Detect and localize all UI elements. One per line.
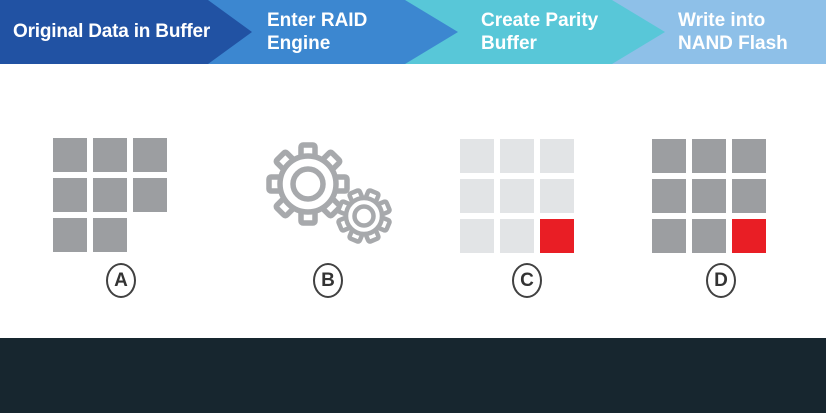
data-block: [460, 179, 494, 213]
step-label: Create Parity: [481, 10, 599, 31]
step-label-line2: Engine: [267, 33, 331, 54]
data-block: [732, 139, 766, 173]
data-block: [53, 218, 87, 252]
figure-caption-bar: Figure 1: Explaining the Die RAID princi…: [0, 338, 826, 413]
nand-flash-grid-d: [652, 139, 766, 253]
data-block: [652, 139, 686, 173]
data-block: [540, 179, 574, 213]
data-block: [500, 179, 534, 213]
step-label: Enter RAID: [267, 10, 368, 31]
parity-block: [732, 219, 766, 253]
data-block: [540, 139, 574, 173]
data-block: [93, 218, 127, 252]
step-label-line2: Buffer: [481, 33, 537, 54]
data-block: [133, 178, 167, 212]
panel-badge-a: A: [106, 263, 136, 298]
data-block: [93, 178, 127, 212]
parity-block: [540, 219, 574, 253]
data-block: [500, 139, 534, 173]
step-label: Write into: [678, 10, 766, 31]
data-block: [133, 138, 167, 172]
data-block: [652, 179, 686, 213]
data-block: [53, 138, 87, 172]
data-block: [692, 179, 726, 213]
gears-icon: [266, 142, 392, 244]
step-original-data: Original Data in Buffer: [0, 0, 252, 64]
data-block: [460, 139, 494, 173]
step-label-line2: NAND Flash: [678, 33, 788, 54]
parity-buffer-grid-c: [460, 139, 574, 253]
data-block: [652, 219, 686, 253]
empty-slot: [133, 218, 167, 252]
data-blocks-grid-a: [53, 138, 167, 252]
panel-badge-d: D: [706, 263, 736, 298]
data-block: [732, 179, 766, 213]
data-block: [93, 138, 127, 172]
step-label: Original Data in Buffer: [13, 21, 211, 42]
panel-badge-b: B: [313, 263, 343, 298]
data-block: [53, 178, 87, 212]
data-block: [500, 219, 534, 253]
data-block: [692, 219, 726, 253]
data-block: [692, 139, 726, 173]
panel-badge-c: C: [512, 263, 542, 298]
data-block: [460, 219, 494, 253]
